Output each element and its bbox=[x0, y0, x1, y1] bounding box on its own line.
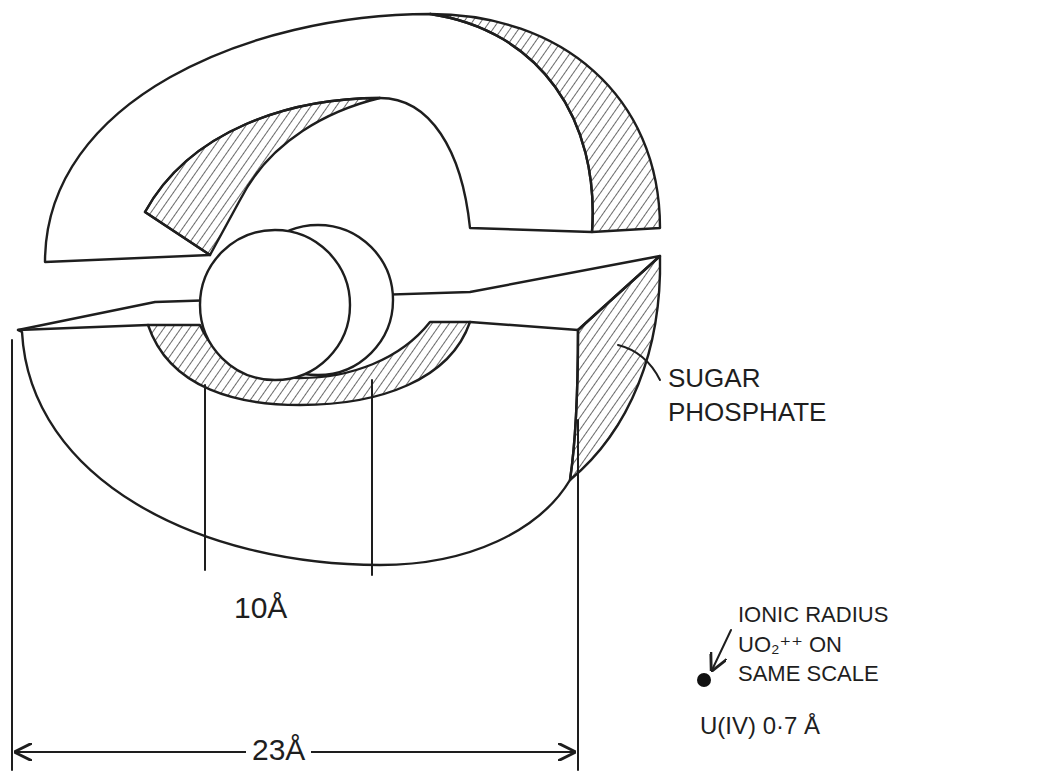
dimension-line bbox=[204, 385, 206, 570]
leader-line bbox=[618, 345, 660, 380]
part-label: SUGAR PHOSPHATE bbox=[668, 363, 826, 427]
lower-ring-side bbox=[570, 256, 660, 480]
dimension-label: 10Å bbox=[234, 590, 287, 626]
dimension-label: 23Å bbox=[246, 733, 311, 766]
leader-arrow bbox=[712, 630, 731, 670]
dimension-line bbox=[11, 340, 13, 770]
dimension-label: 10Å bbox=[234, 591, 287, 624]
dimension-line bbox=[371, 380, 373, 575]
core-cylinder bbox=[200, 230, 350, 380]
dimension-line bbox=[577, 420, 579, 770]
ion-dot bbox=[697, 673, 711, 687]
upper-ring-side bbox=[430, 14, 660, 232]
note-label: U(IV) 0·7 Å bbox=[700, 712, 820, 739]
dimension-label: 23Å bbox=[246, 732, 311, 768]
cut-face-edge bbox=[18, 325, 148, 330]
cut-face-edge bbox=[470, 322, 578, 330]
note-label: U(IV) 0·7 Å bbox=[700, 710, 820, 741]
note-label: IONIC RADIUS UO₂⁺⁺ ON SAME SCALE bbox=[738, 600, 910, 689]
note-label: IONIC RADIUS UO₂⁺⁺ ON SAME SCALE bbox=[738, 602, 888, 686]
part-label: SUGAR PHOSPHATE bbox=[668, 362, 843, 430]
